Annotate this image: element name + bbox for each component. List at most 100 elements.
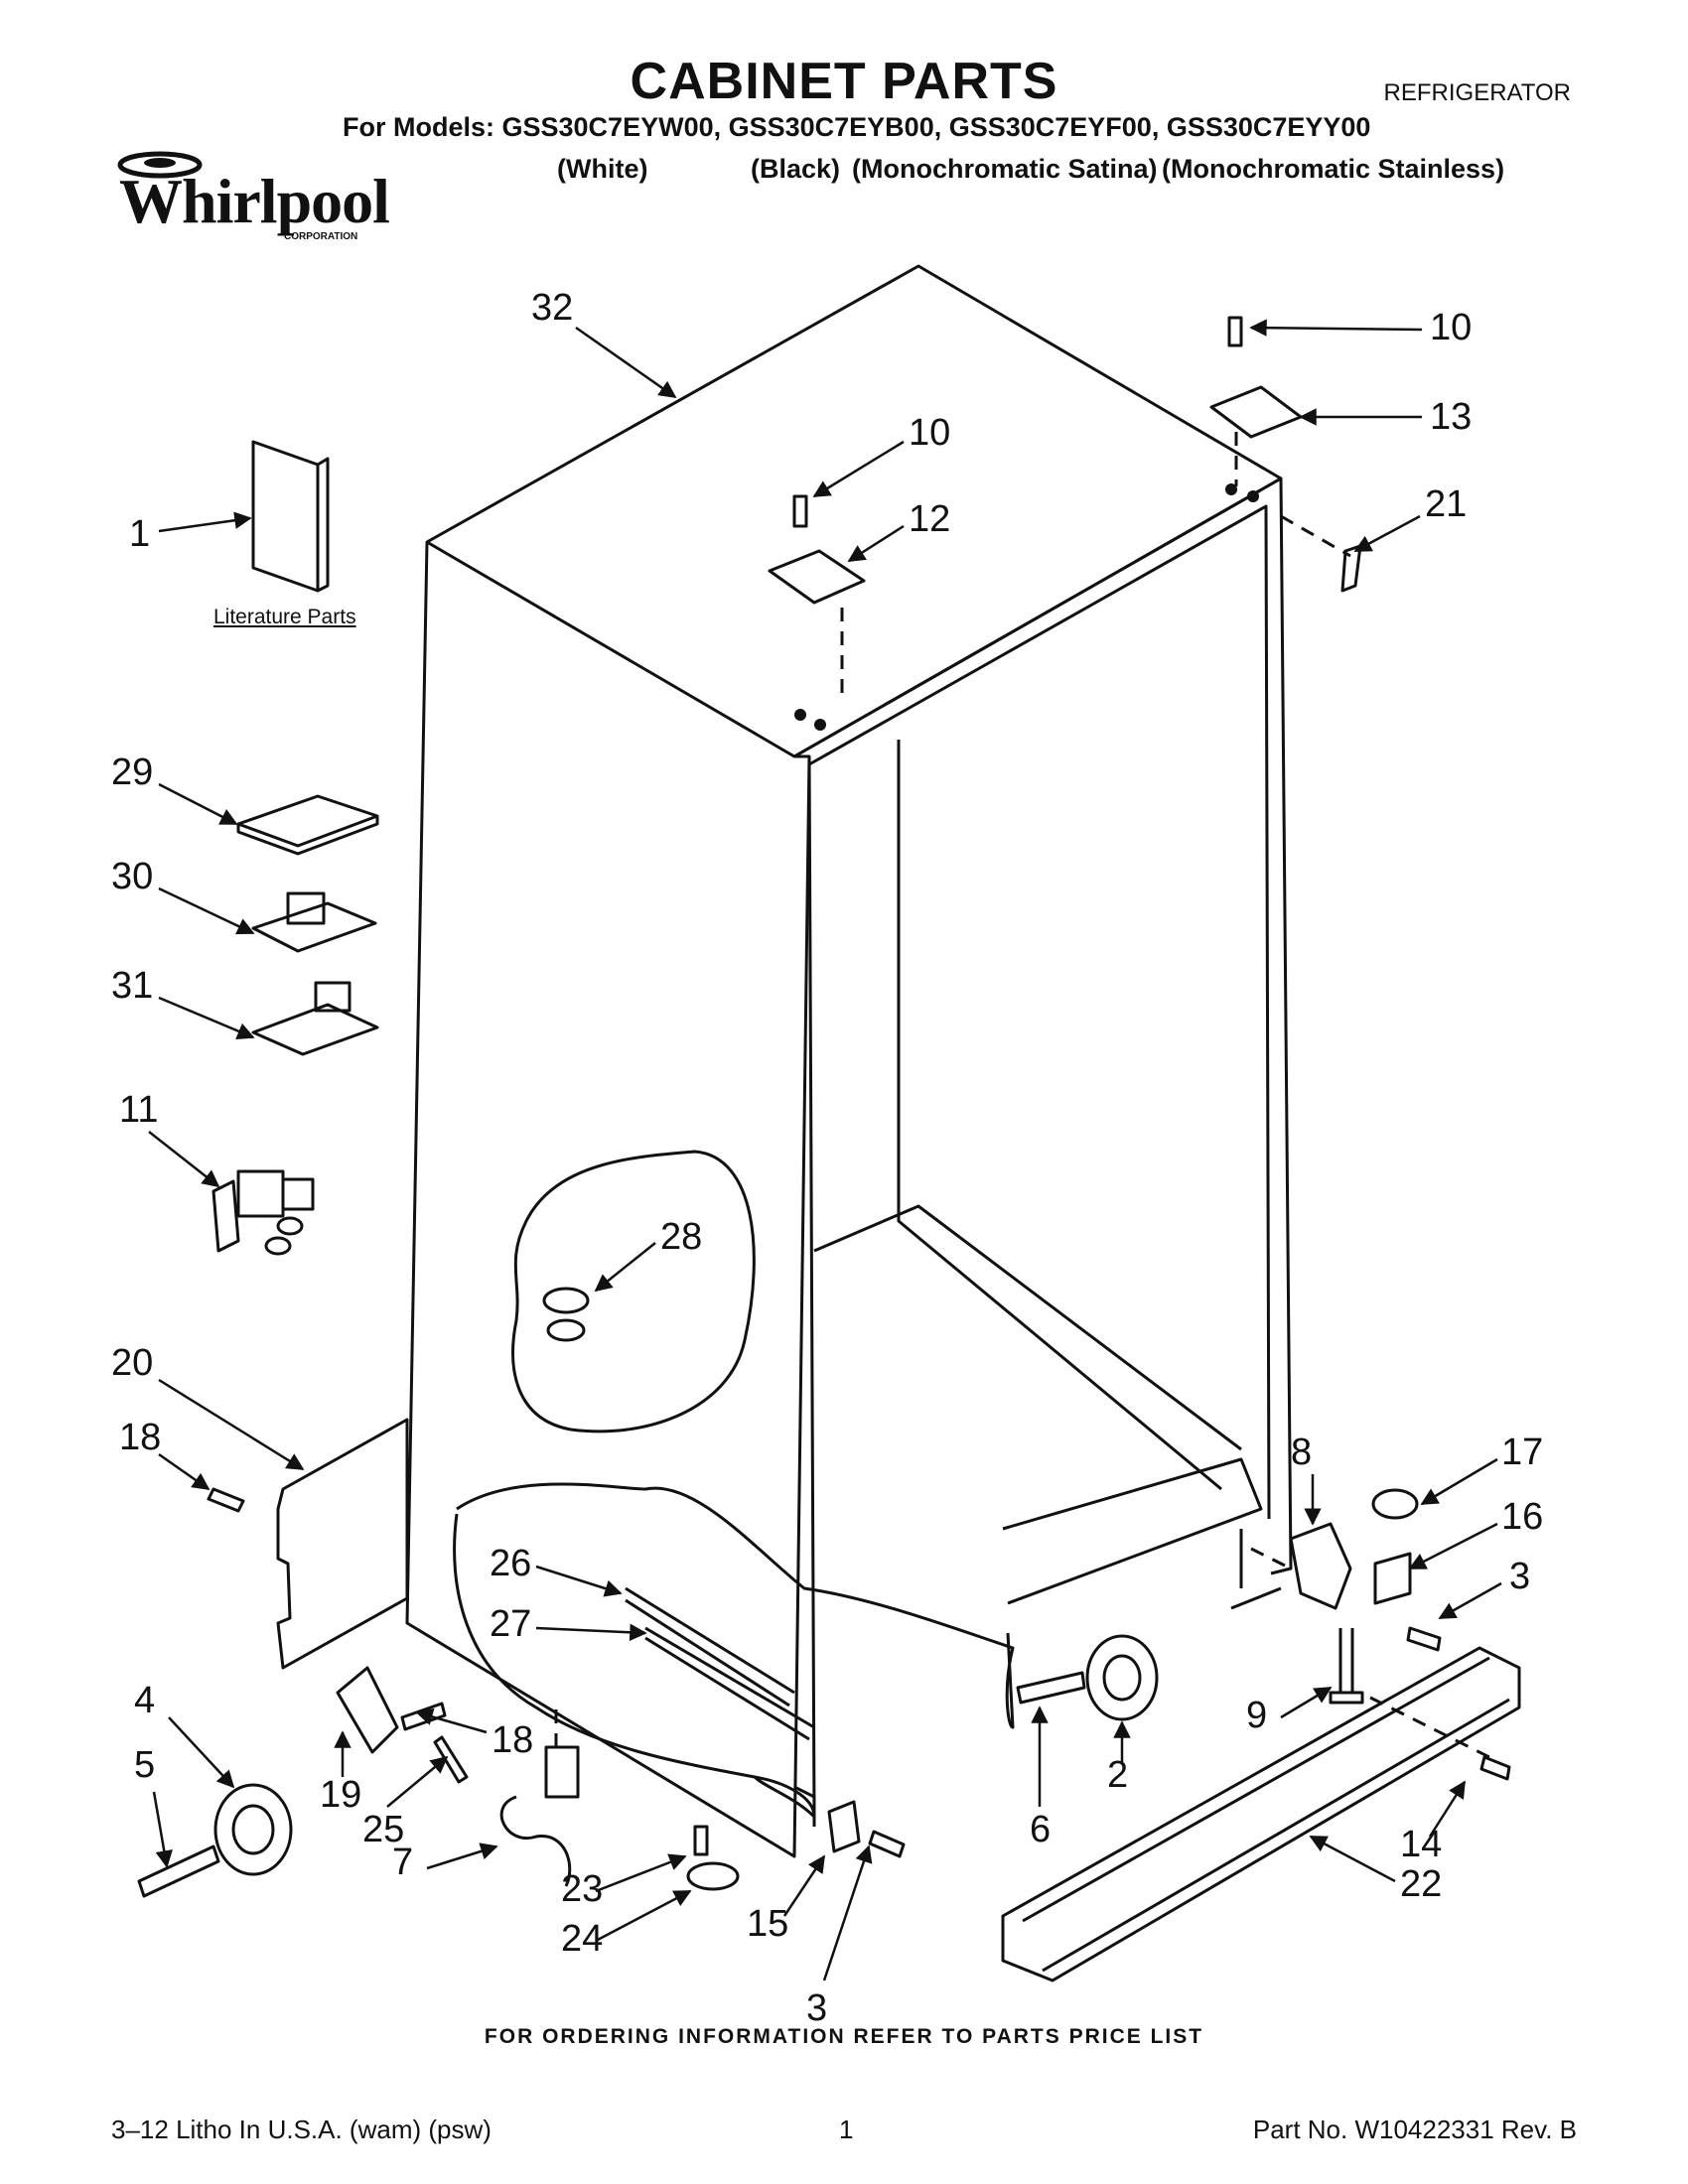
litho-info: 3–12 Litho In U.S.A. (wam) (psw) bbox=[111, 2115, 492, 2144]
callout-leader-5 bbox=[152, 1791, 173, 1868]
callout-number: 3 bbox=[806, 1987, 827, 2029]
hinge-bracket-icon bbox=[1289, 1522, 1352, 1610]
page-title: CABINET PARTS bbox=[630, 53, 1058, 110]
callout-number: 17 bbox=[1501, 1432, 1543, 1473]
callout-leader-18 bbox=[158, 1452, 211, 1491]
shim-icon bbox=[1371, 1488, 1419, 1520]
control-board-icon bbox=[251, 1003, 379, 1056]
callout-leader-25 bbox=[386, 1755, 449, 1808]
front-axle-icon bbox=[1016, 1671, 1086, 1705]
callout-number: 13 bbox=[1430, 396, 1472, 438]
callout-leader-12 bbox=[847, 524, 905, 563]
literature-booklet bbox=[251, 440, 330, 593]
callout-number: 20 bbox=[111, 1342, 153, 1384]
variant-black: (Black) bbox=[751, 154, 841, 184]
callout-number: 29 bbox=[111, 751, 153, 793]
cutaway-ceiling bbox=[511, 1150, 756, 1433]
callout-leader-10 bbox=[1249, 319, 1423, 337]
callout-leader-17 bbox=[1420, 1457, 1498, 1506]
rear-axle-icon bbox=[137, 1844, 220, 1898]
callout-number: 31 bbox=[111, 965, 153, 1007]
callout-number: 18 bbox=[492, 1719, 533, 1761]
appliance-type: REFRIGERATOR bbox=[1383, 79, 1571, 106]
callout-leader-11 bbox=[148, 1131, 220, 1188]
callout-leader-9 bbox=[1280, 1686, 1333, 1719]
callout-leader-10 bbox=[812, 440, 905, 498]
ceiling-light-icon bbox=[542, 1287, 590, 1314]
callout-number: 3 bbox=[1509, 1556, 1530, 1597]
callout-leader-29 bbox=[158, 782, 238, 826]
leveler-base-icon bbox=[686, 1861, 740, 1891]
logo-wordmark: Whirlpool bbox=[119, 166, 390, 236]
callout-leader-21 bbox=[1353, 514, 1421, 553]
callout-leader-16 bbox=[1408, 1522, 1498, 1570]
callout-number: 28 bbox=[660, 1216, 702, 1258]
callout-number: 32 bbox=[531, 287, 573, 329]
rear-grille bbox=[276, 1418, 409, 1670]
door-stop-icon bbox=[827, 1800, 861, 1853]
callout-leader-3 bbox=[1438, 1581, 1502, 1620]
callout-number: 18 bbox=[119, 1417, 161, 1458]
callout-number: 27 bbox=[490, 1603, 531, 1645]
filter-housing-icon bbox=[544, 1745, 580, 1799]
callout-leader-22 bbox=[1309, 1835, 1396, 1883]
logo-swirl-icon bbox=[117, 151, 203, 179]
callout-leader-31 bbox=[158, 996, 255, 1039]
callout-number: 24 bbox=[561, 1918, 603, 1960]
callout-number: 25 bbox=[362, 1809, 404, 1850]
callout-leader-14 bbox=[1428, 1780, 1467, 1838]
callout-leader-32 bbox=[575, 326, 677, 399]
callout-number: 7 bbox=[392, 1842, 413, 1883]
cabinet-shell bbox=[405, 264, 1293, 1858]
board-component bbox=[286, 891, 326, 925]
callout-number: 1 bbox=[129, 513, 150, 555]
water-bracket-icon bbox=[336, 1666, 399, 1754]
part-number: Part No. W10422331 Rev. B bbox=[1252, 2115, 1577, 2144]
callout-leader-15 bbox=[782, 1854, 826, 1917]
logo-subtext: CORPORATION bbox=[284, 231, 358, 242]
callout-leader-27 bbox=[535, 1623, 647, 1642]
water-valve-icon bbox=[211, 1169, 315, 1256]
power-board-icon bbox=[251, 901, 377, 953]
callout-leader-18 bbox=[415, 1707, 488, 1734]
board-component-2 bbox=[314, 981, 352, 1013]
callout-leader-4 bbox=[168, 1716, 235, 1789]
callout-leader-26 bbox=[535, 1565, 623, 1597]
callout-number: 9 bbox=[1246, 1695, 1267, 1736]
callout-leader-7 bbox=[426, 1843, 498, 1870]
callout-number: 5 bbox=[134, 1744, 155, 1786]
callout-number: 14 bbox=[1400, 1824, 1442, 1865]
callout-number: 19 bbox=[320, 1774, 361, 1816]
leveling-leg-icon bbox=[1329, 1628, 1364, 1705]
top-hinge-right-icon bbox=[1209, 385, 1303, 439]
models-line: For Models: GSS30C7EYW00, GSS30C7EYB00, … bbox=[343, 112, 1371, 142]
callout-number: 21 bbox=[1425, 483, 1467, 525]
callout-number: 12 bbox=[909, 498, 950, 540]
callout-number: 10 bbox=[909, 412, 950, 454]
ordering-note: FOR ORDERING INFORMATION REFER TO PARTS … bbox=[484, 2025, 1204, 2048]
toe-grille bbox=[1001, 1646, 1521, 1982]
callout-number: 11 bbox=[119, 1089, 158, 1131]
callout-number: 30 bbox=[111, 856, 153, 897]
cutaway-floor bbox=[456, 1482, 1015, 1729]
literature-parts-label: Literature Parts bbox=[213, 606, 356, 628]
assembly-guide-lines bbox=[554, 432, 1490, 1759]
callout-leader-1 bbox=[158, 511, 252, 533]
whirlpool-logo: Whirlpool CORPORATION bbox=[111, 147, 390, 256]
callout-number: 6 bbox=[1030, 1809, 1051, 1850]
callout-number: 22 bbox=[1400, 1863, 1442, 1905]
front-roller-icon bbox=[1085, 1634, 1159, 1721]
callout-leader-30 bbox=[158, 887, 255, 935]
callout-number: 10 bbox=[1430, 307, 1472, 348]
callout-number: 16 bbox=[1501, 1496, 1543, 1538]
callout-leader-24 bbox=[595, 1889, 692, 1943]
callout-number: 2 bbox=[1107, 1754, 1128, 1796]
tube-26 bbox=[625, 1586, 795, 1707]
callout-leader-20 bbox=[158, 1378, 305, 1471]
callout-number: 8 bbox=[1291, 1432, 1312, 1473]
callout-leader-23 bbox=[595, 1853, 687, 1893]
callout-leader-28 bbox=[594, 1242, 656, 1293]
variant-satina: (Monochromatic Satina) bbox=[852, 154, 1158, 184]
tube-27 bbox=[644, 1626, 815, 1741]
